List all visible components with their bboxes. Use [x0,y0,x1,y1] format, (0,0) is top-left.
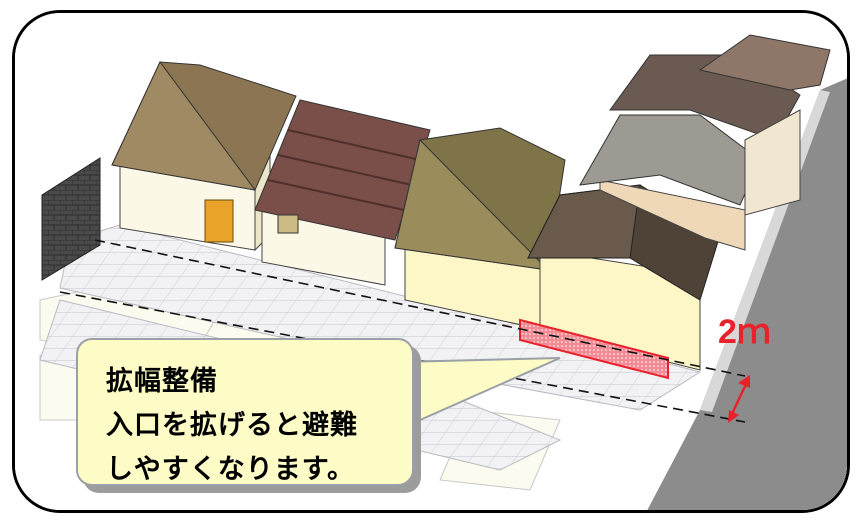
widening-zone [519,318,669,380]
house-5-wall [599,179,746,251]
house-1-roof-front [111,61,257,191]
callout-line-1: 入口を拡げると避難 [106,410,358,441]
house-2-roof-lines [267,129,421,211]
callout-title: 拡幅整備 [106,366,218,397]
house-3-roof-front [394,139,550,271]
house-2-window [277,214,299,234]
callout-line-2: しやすくなります。 [106,454,356,485]
house-6-roof-2 [698,34,831,91]
house-1-door [204,199,234,243]
brick-wall [41,157,101,281]
callout-bubble: 拡幅整備 入口を拡げると避難 しやすくなります。 [76,338,414,486]
road-boundary-lines [59,239,746,423]
width-arrow [728,375,750,423]
house-6-wall [744,109,801,216]
house-4-roof-front [527,184,641,259]
width-label: 2ｍ [718,313,771,351]
